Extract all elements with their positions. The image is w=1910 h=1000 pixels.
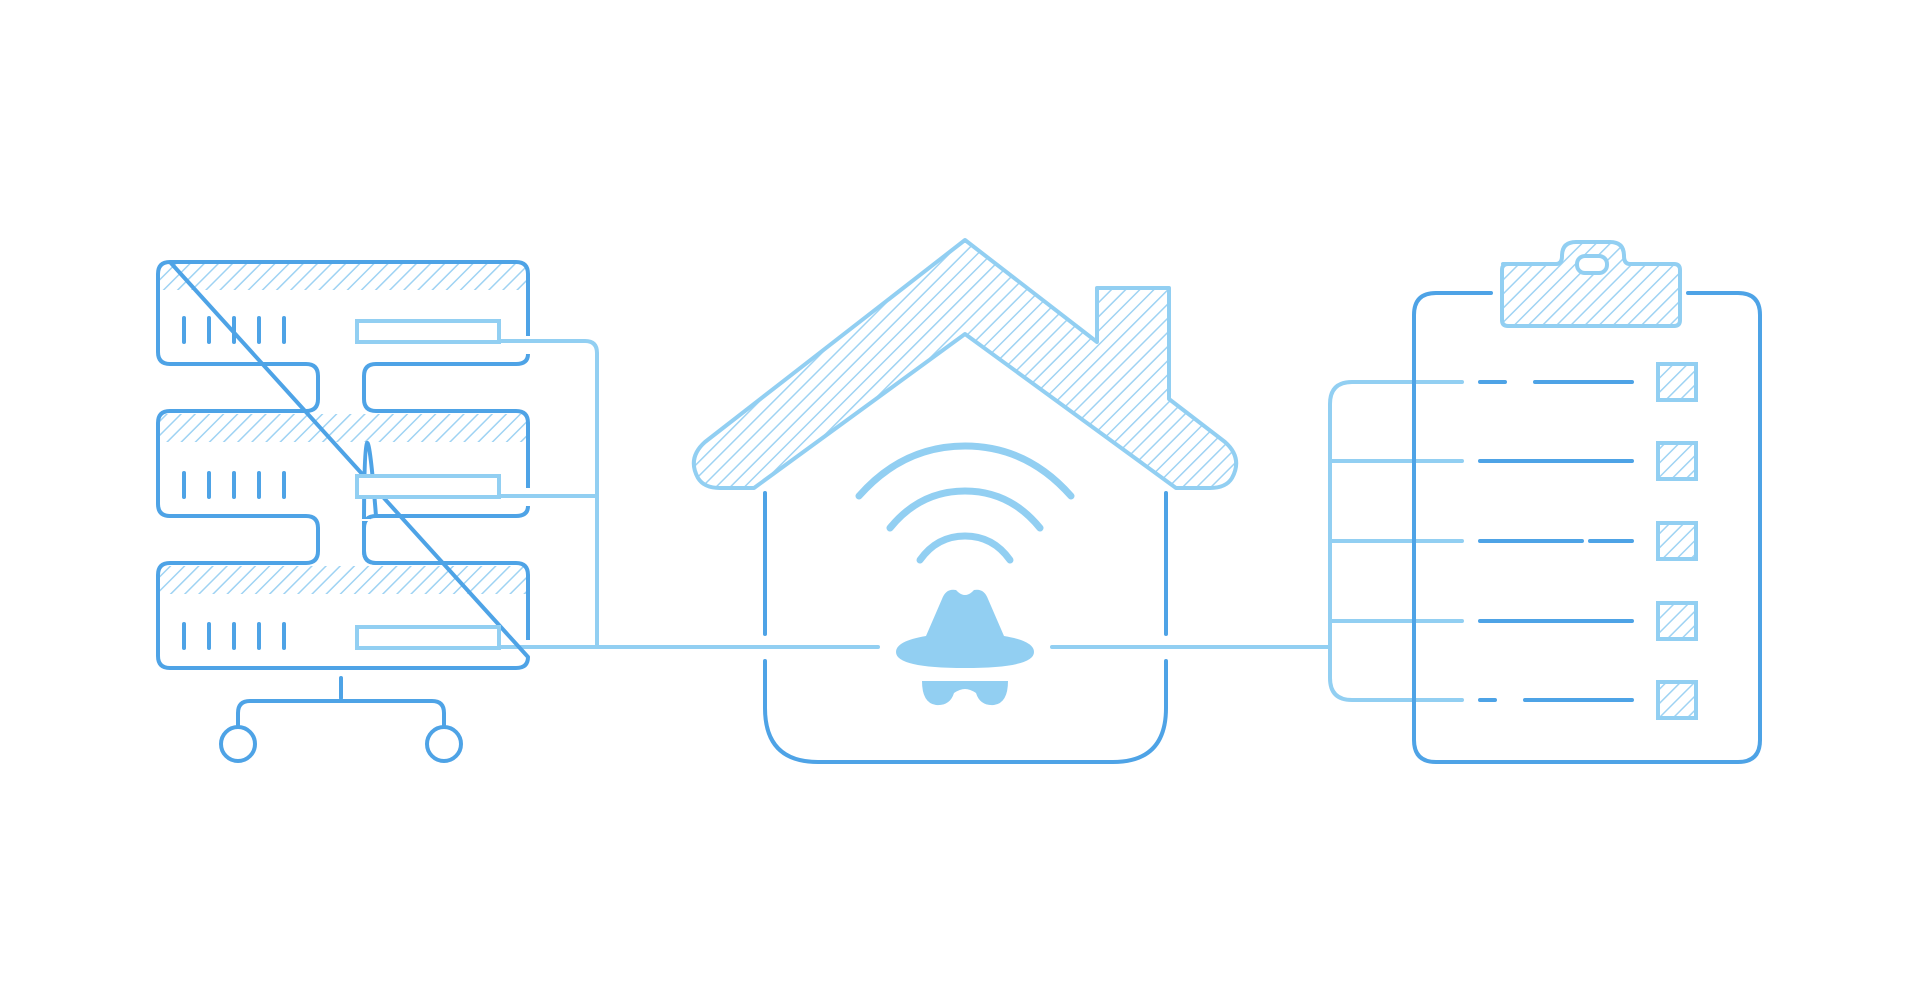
server-unit-2-top-hatch xyxy=(158,414,527,442)
server-vents xyxy=(182,316,286,650)
server-unit-1-top-hatch xyxy=(158,262,527,290)
drive-slot-1 xyxy=(355,319,501,344)
checklist-lines xyxy=(1478,380,1634,702)
checkbox-3 xyxy=(1656,521,1698,561)
server-rack-outline xyxy=(156,260,530,670)
house-bottom-wall xyxy=(763,659,1168,764)
checkbox-1 xyxy=(1656,362,1698,402)
incognito-spy-icon xyxy=(896,589,1034,706)
clipboard-board xyxy=(1412,291,1762,764)
drive-slot-3 xyxy=(355,625,501,650)
server-neck-lower xyxy=(362,514,516,565)
checkbox-5 xyxy=(1656,680,1698,720)
server-drive-slots xyxy=(355,319,501,650)
house-icon xyxy=(691,238,1239,764)
clipboard-clip-hole xyxy=(1575,254,1609,275)
checkbox-2 xyxy=(1656,441,1698,481)
server-rack-icon xyxy=(156,260,530,763)
spy-glasses-icon xyxy=(922,681,1008,706)
server-unit-3-top-hatch xyxy=(158,566,527,594)
checkbox-4 xyxy=(1656,601,1698,641)
network-node-icon xyxy=(219,676,463,763)
clipboard-checklist-icon xyxy=(1412,240,1762,764)
wifi-signal-icon xyxy=(855,442,1075,564)
server-unit-1-link xyxy=(496,339,599,649)
drive-slot-2 xyxy=(355,474,501,499)
house-roof xyxy=(691,238,1239,490)
spy-hat-icon xyxy=(896,589,1034,668)
checklist-checkboxes xyxy=(1656,362,1698,720)
connector-lines xyxy=(496,339,1464,702)
clipboard-clip xyxy=(1500,240,1682,328)
